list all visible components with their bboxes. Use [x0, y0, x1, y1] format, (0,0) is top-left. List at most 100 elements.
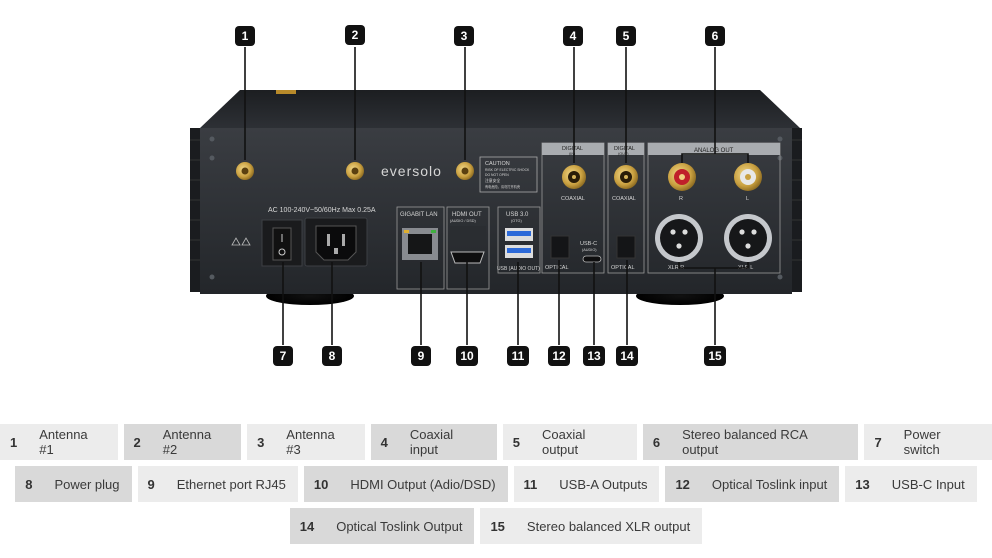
xlr-output-right: XLR R — [655, 214, 703, 271]
svg-text:GIGABIT LAN: GIGABIT LAN — [400, 212, 438, 218]
xlr-output-left: XLR L — [724, 214, 772, 271]
legend-number: 2 — [133, 434, 141, 450]
legend-label: USB-C Input — [891, 476, 965, 492]
antenna-1 — [236, 162, 254, 180]
legend-label: Antenna #2 — [162, 427, 212, 457]
legend-item-9: 9 Ethernet port RJ45 — [137, 466, 298, 502]
top-gold-tab — [276, 90, 296, 94]
svg-text:OPTICAL: OPTICAL — [545, 265, 569, 271]
legend-label: Power plug — [54, 476, 120, 492]
svg-text:(OUT): (OUT) — [618, 152, 629, 156]
callout-6: 6 — [705, 26, 725, 46]
svg-text:COAXIAL: COAXIAL — [612, 196, 636, 202]
svg-text:2: 2 — [352, 28, 359, 42]
callout-9: 9 — [411, 346, 431, 366]
svg-text:DIGITAL: DIGITAL — [614, 146, 635, 152]
legend-number: 6 — [652, 434, 661, 450]
svg-text:USB 3.0: USB 3.0 — [506, 212, 529, 218]
svg-text:8: 8 — [329, 349, 336, 363]
callout-13: 13 — [583, 346, 605, 366]
svg-text:XLR R: XLR R — [668, 265, 684, 271]
optical-input: OPTICAL — [545, 235, 570, 271]
legend-label: Antenna #1 — [39, 427, 88, 457]
legend-label: Coaxial input — [409, 427, 454, 457]
svg-text:注意安全: 注意安全 — [485, 178, 500, 183]
rca-output-right: R — [668, 163, 696, 202]
callout-15: 15 — [704, 346, 726, 366]
callout-2: 2 — [345, 25, 365, 45]
legend-label: Stereo balanced XLR output — [526, 518, 691, 534]
legend-label: USB-A Outputs — [559, 476, 648, 492]
callout-leader-lines — [244, 47, 749, 345]
ethernet-port-rj45: GIGABIT LAN — [396, 206, 445, 290]
svg-text:12: 12 — [552, 349, 566, 363]
legend-number: 10 — [313, 476, 329, 492]
legend-label: HDMI Output (Adio/DSD) — [350, 476, 496, 492]
caution-label: CAUTION RISK OF ELECTRIC SHOCK DO NOT OP… — [479, 156, 538, 193]
digital-in-section: DIGITAL (IN) — [541, 142, 605, 274]
svg-text:OPTICAL: OPTICAL — [611, 265, 635, 271]
brand-logo: eversolo — [381, 163, 442, 179]
svg-text:10: 10 — [460, 349, 474, 363]
legend-label: Optical Toslink input — [711, 476, 828, 492]
svg-text:13: 13 — [587, 349, 601, 363]
svg-text:(AUDIO): (AUDIO) — [582, 248, 597, 252]
power-rating-text: AC 100-240V~50/60Hz Max 0.25A — [268, 207, 376, 214]
antenna-3 — [456, 162, 474, 180]
analog-out-section: ANALOG OUT — [647, 142, 781, 274]
legend-number: 12 — [675, 476, 690, 492]
svg-text:CAUTION: CAUTION — [485, 161, 510, 167]
callout-5: 5 — [616, 26, 636, 46]
legend-number: 5 — [512, 434, 520, 450]
legend-number: 1 — [10, 434, 18, 450]
svg-text:3: 3 — [461, 29, 468, 43]
svg-text:15: 15 — [708, 349, 722, 363]
svg-text:HDMI OUT: HDMI OUT — [452, 212, 482, 218]
legend-number: 4 — [380, 434, 388, 450]
optical-output: OPTICAL — [611, 235, 636, 271]
legend-item-2: 2 Antenna #2 — [123, 424, 242, 460]
left-heatsink — [190, 128, 200, 292]
legend-item-13: 13 USB-C Input — [845, 466, 977, 502]
rca-output-left: L — [734, 163, 762, 202]
svg-text:7: 7 — [280, 349, 287, 363]
svg-text:14: 14 — [620, 349, 634, 363]
legend-label: Ethernet port RJ45 — [176, 476, 286, 492]
legend-label: Coaxial output — [541, 427, 586, 457]
callout-4: 4 — [563, 26, 583, 46]
legend-item-15: 15 Stereo balanced XLR output — [480, 508, 703, 544]
svg-text:USB-C: USB-C — [580, 241, 597, 247]
svg-text:有电危险，请勿打开机壳: 有电危险，请勿打开机壳 — [485, 184, 521, 189]
legend-label: Optical Toslink Output — [336, 518, 463, 534]
callout-7: 7 — [273, 346, 293, 366]
svg-text:6: 6 — [712, 29, 719, 43]
svg-text:R: R — [679, 196, 683, 202]
callout-12: 12 — [548, 346, 570, 366]
svg-text:DIGITAL: DIGITAL — [562, 146, 583, 152]
legend-item-10: 10 HDMI Output (Adio/DSD) — [303, 466, 508, 502]
svg-text:COAXIAL: COAXIAL — [561, 196, 585, 202]
svg-text:9: 9 — [418, 349, 425, 363]
legend-number: 3 — [257, 434, 265, 450]
legend-item-5: 5 Coaxial output — [502, 424, 637, 460]
svg-text:DO NOT OPEN: DO NOT OPEN — [485, 173, 509, 177]
legend-number: 15 — [490, 518, 505, 534]
coaxial-output: COAXIAL — [612, 165, 638, 202]
usb-c-input: USB-C (AUDIO) — [580, 241, 602, 263]
legend-item-4: 4 Coaxial input — [370, 424, 497, 460]
legend-item-12: 12 Optical Toslink input — [665, 466, 840, 502]
legend-item-1: 1 Antenna #1 — [0, 424, 118, 460]
legend-number: 7 — [874, 434, 882, 450]
device-rear-panel-diagram: eversolo CAUTION RISK OF ELECTRIC SHOCK … — [190, 25, 802, 366]
legend-number: 9 — [147, 476, 155, 492]
svg-text:(IN): (IN) — [569, 152, 576, 156]
legend-number: 13 — [855, 476, 870, 492]
